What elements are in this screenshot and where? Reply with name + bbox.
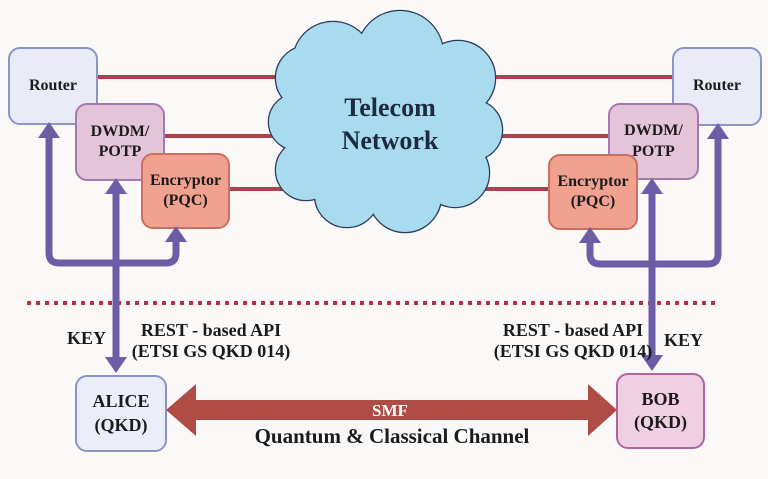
dwdm-left-label-1: DWDM/ bbox=[90, 122, 150, 140]
rest-api-right-line2: (ETSI GS QKD 014) bbox=[493, 341, 653, 361]
rest-api-label-right: REST - based API (ETSI GS QKD 014) bbox=[482, 320, 664, 362]
telecom-network-line1: Telecom bbox=[344, 93, 436, 122]
alice-label-2: (QKD) bbox=[94, 414, 148, 435]
rest-api-left-line1: REST - based API bbox=[140, 320, 282, 340]
rest-api-label-left: REST - based API (ETSI GS QKD 014) bbox=[120, 320, 302, 362]
encryptor-left-label-1: Encryptor bbox=[149, 171, 222, 189]
dwdm-right-label-1: DWDM/ bbox=[624, 122, 683, 140]
rest-api-left-line2: (ETSI GS QKD 014) bbox=[131, 341, 291, 361]
rest-api-right-line1: REST - based API bbox=[502, 320, 644, 340]
encryptor-left-label-2: (PQC) bbox=[163, 192, 208, 209]
key-label-left: KEY bbox=[66, 328, 106, 348]
alice-label-1: ALICE bbox=[92, 391, 150, 412]
channel-caption: Quantum & Classical Channel bbox=[254, 424, 530, 448]
bob-label-2: (QKD) bbox=[634, 412, 687, 432]
router-left-label: Router bbox=[29, 76, 77, 94]
encryptor-right-label-1: Encryptor bbox=[557, 172, 629, 190]
telecom-network-label: Telecom Network bbox=[300, 91, 480, 157]
bob-label-1: BOB bbox=[641, 388, 680, 409]
encryptor-right-label-2: (PQC) bbox=[570, 193, 616, 210]
telecom-network-line2: Network bbox=[341, 126, 439, 155]
dwdm-left-label-2: POTP bbox=[98, 143, 142, 160]
alice-qkd-node: ALICE (QKD) bbox=[75, 375, 167, 452]
bob-qkd-node: BOB (QKD) bbox=[616, 373, 705, 449]
encryptor-left-node: Encryptor (PQC) bbox=[141, 153, 230, 229]
smf-label: SMF bbox=[372, 401, 408, 420]
router-right-node: Router bbox=[672, 47, 762, 126]
router-left-node: Router bbox=[8, 47, 98, 125]
dwdm-right-label-2: POTP bbox=[632, 142, 675, 160]
key-label-right: KEY bbox=[664, 330, 704, 350]
router-right-label: Router bbox=[693, 77, 741, 95]
telecom-cloud-shape bbox=[267, 9, 504, 234]
encryptor-right-node: Encryptor (PQC) bbox=[548, 154, 638, 230]
